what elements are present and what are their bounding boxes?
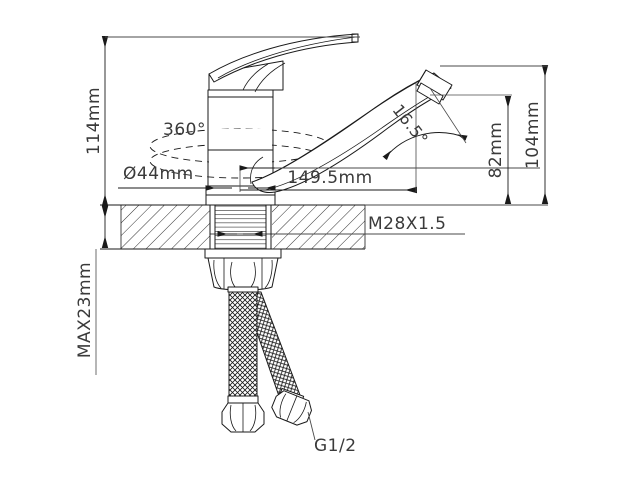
base-escutcheon [205,194,276,206]
dimension-rotation-360: 360° [163,120,206,140]
dim-angle-ray [429,87,467,144]
hose-left-braid [229,292,257,398]
note-supply-thread: G1/2 [307,411,357,456]
spout-arm [251,72,452,193]
hex-left-curve-b [249,404,257,432]
handle-blend-curve [254,62,286,93]
dim-angle-label: 16.5° [389,101,432,149]
handle-inner-highlight [217,36,357,79]
aerator-face [416,82,444,105]
nut-right-curve [264,259,273,289]
nut-left-curve [213,259,222,289]
dimension-height-114mm: 114mm [84,36,360,206]
counter-hatch-right [272,205,365,249]
dimension-overall-104mm: 104mm [365,65,549,206]
dim-149-label: 149.5mm [287,168,372,188]
supply-hoses [227,291,305,405]
hex-right-curve-b [293,401,307,424]
hex-right-curve-a [279,393,287,418]
note-mounting-thread: M28X1.5 [365,214,465,235]
hose-left-ferrule [227,395,259,404]
mounting-nut [204,248,282,293]
ellipse-mask-lower [209,151,272,171]
g12-leader-line [307,411,316,441]
nut-top-flange [204,248,282,259]
body-collar [207,89,274,98]
m28-label: M28X1.5 [368,214,446,234]
hex-connector-left [221,402,265,433]
dim-44-label: Ø44mm [123,164,194,184]
dimension-spout-reach-149-5mm: 149.5mm [239,82,540,194]
hex-connector-right [271,390,312,426]
aerator-edge [416,69,427,86]
threaded-shank [209,204,272,250]
dimension-spout-height-82mm: 82mm [430,94,512,204]
nut-bottom-collar [227,286,259,293]
shank-thread-hatch [215,205,266,249]
spout-upper-edge-detail [256,72,435,181]
dimension-base-diameter-44mm: Ø44mm [118,164,276,191]
handle-tip [351,33,359,43]
dim-82-label: 82mm [486,122,506,179]
dim-114-label: 114mm [84,87,104,155]
dim-360-label: 360° [163,120,206,140]
hex-connectors [221,390,312,433]
swivel-spout [250,72,452,193]
dim-angle-arc [382,132,468,161]
g12-label: G1/2 [314,436,357,456]
hex-left-curve-a [229,404,237,432]
ellipse-mask-upper [209,129,272,149]
dim-104-label: 104mm [523,101,543,169]
counter-hatch-left [121,205,210,249]
dim-max23-label: MAX23mm [75,262,95,358]
swivel-indicator-ellipses [149,95,331,187]
dimension-counter-max23mm: MAX23mm [75,206,109,375]
nut-facet-lines [223,258,263,289]
supply-hose-left [227,291,259,404]
hex-right-center-line [286,395,298,422]
handle-base-block [208,60,284,91]
handle-lever [208,33,359,93]
aerator [416,69,453,105]
handle-blend-curve-2 [242,63,269,91]
